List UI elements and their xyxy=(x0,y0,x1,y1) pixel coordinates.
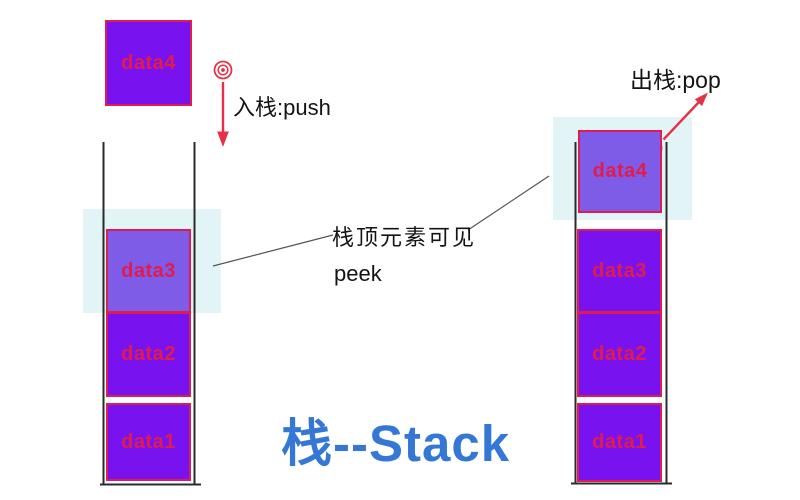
block-label: data1 xyxy=(121,430,176,453)
peek-connector-right xyxy=(467,175,550,231)
peek-note-chinese: 栈顶元素可见 xyxy=(332,225,477,250)
target-spiral-icon xyxy=(213,60,233,80)
peek-note-english: peek xyxy=(334,261,382,286)
left-stack-block-data3: data3 xyxy=(106,229,191,313)
left-stack-block-data1: data1 xyxy=(106,403,191,481)
left-stack-block-data2: data2 xyxy=(106,312,191,397)
peek-connector-left xyxy=(212,234,334,267)
block-label: data2 xyxy=(121,343,176,365)
right-stack-block-data1: data1 xyxy=(577,403,662,482)
block-label: data2 xyxy=(592,343,647,365)
pop-label: 出栈:pop xyxy=(630,67,721,93)
block-label: data4 xyxy=(592,160,648,182)
push-arrow-icon xyxy=(217,82,229,147)
page-title: 栈--Stack xyxy=(281,415,511,472)
block-label: data3 xyxy=(592,259,647,282)
block-label: data4 xyxy=(121,51,176,74)
block-label: data1 xyxy=(592,431,647,453)
right-stack-block-data2: data2 xyxy=(577,312,662,397)
push-label: 入栈:push xyxy=(233,95,331,120)
right-stack-block-data4: data4 xyxy=(578,130,662,213)
right-stack-block-data3: data3 xyxy=(577,229,662,313)
left-incoming-block-data4: data4 xyxy=(105,20,192,106)
block-label: data3 xyxy=(121,259,176,282)
